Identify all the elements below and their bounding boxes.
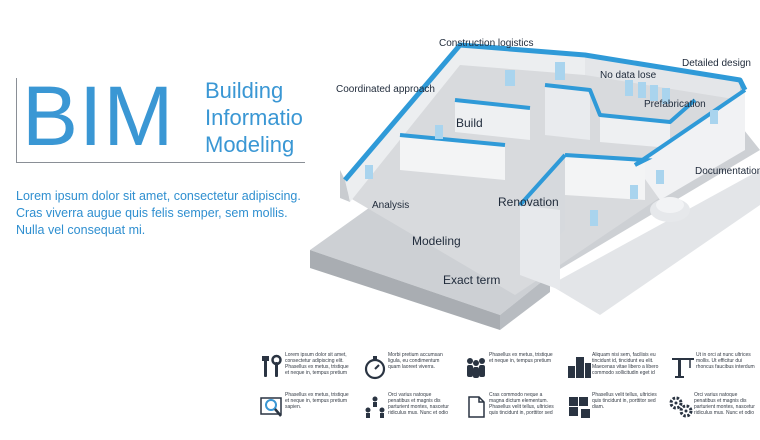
legend-item-people: Phasellus ex metus, tristique et neque i… <box>463 352 558 386</box>
gears-icon <box>669 396 693 418</box>
bim-acronym: BIM <box>22 69 175 163</box>
legend-item-stopwatch: Morbi pretium accumsan ligula, eu condim… <box>362 352 457 386</box>
document-icon <box>468 396 485 418</box>
legend-text: Aliquam nisi sem, facilisis eu tincidunt… <box>592 352 659 376</box>
puzzle-icon <box>569 397 590 418</box>
legend-item-puzzle: Phasellus velit tellus, ultricies quis t… <box>566 392 661 426</box>
legend-item-blueprint-magnifier: Phasellus ex metus, tristique et neque i… <box>259 392 354 426</box>
legend-text: Lorem ipsum dolor sit amet, consectetur … <box>285 352 349 376</box>
label-documentation: Documentation <box>695 166 760 177</box>
legend-item-gears: Orci varius natoque penatibus et magnis … <box>668 392 760 426</box>
city-buildings-icon <box>568 357 591 378</box>
legend-item-document: Cras commodo neque a magna dictum elemen… <box>463 392 558 426</box>
label-detailed-design: Detailed design <box>682 58 751 69</box>
legend-text: Ut in orci at nunc ultrices mollis. Ut e… <box>696 352 755 370</box>
label-coordinated-approach: Coordinated approach <box>336 84 435 95</box>
team-hierarchy-icon <box>365 396 385 418</box>
label-analysis: Analysis <box>372 200 410 211</box>
legend-item-city-buildings: Aliquam nisi sem, facilisis eu tincidunt… <box>566 352 661 386</box>
label-modeling: Modeling <box>412 234 461 248</box>
stopwatch-icon <box>364 356 386 380</box>
legend-text: Orci varius natoque penatibus et magnis … <box>388 392 449 416</box>
blueprint-magnifier-icon <box>260 397 282 417</box>
title-line-information: Informatio <box>205 105 303 130</box>
title-line-building: Building <box>205 78 284 103</box>
legend-item-team-hierarchy: Orci varius natoque penatibus et magnis … <box>362 392 457 426</box>
label-build: Build <box>456 116 483 130</box>
crane-icon <box>672 358 694 378</box>
legend-text: Orci varius natoque penatibus et magnis … <box>694 392 755 416</box>
title-line-modeling: Modeling <box>205 132 295 157</box>
label-no-data-lose: No data lose <box>600 70 657 81</box>
tools-icon <box>262 354 282 377</box>
legend-text: Phasellus ex metus, tristique et neque i… <box>285 392 349 410</box>
label-prefabrication: Prefabrication <box>644 99 706 110</box>
people-icon <box>467 358 485 378</box>
header-divider <box>16 78 305 163</box>
house-floorplan-illustration <box>310 42 760 330</box>
legend-text: Cras commodo neque a magna dictum elemen… <box>489 392 554 416</box>
legend-text: Phasellus ex metus, tristique et neque i… <box>489 352 553 364</box>
description-text: Lorem ipsum dolor sit amet, consectetur … <box>16 189 301 237</box>
legend-item-crane: Ut in orci at nunc ultrices mollis. Ut e… <box>670 352 760 386</box>
legend-text: Morbi pretium accumsan ligula, eu condim… <box>388 352 443 370</box>
legend-text: Phasellus velit tellus, ultricies quis t… <box>592 392 657 410</box>
label-construction-logistics: Construction logistics <box>439 38 534 49</box>
label-exact-term: Exact term <box>443 273 501 287</box>
legend-item-tools: Lorem ipsum dolor sit amet, consectetur … <box>259 352 354 386</box>
label-renovation: Renovation <box>498 195 559 209</box>
